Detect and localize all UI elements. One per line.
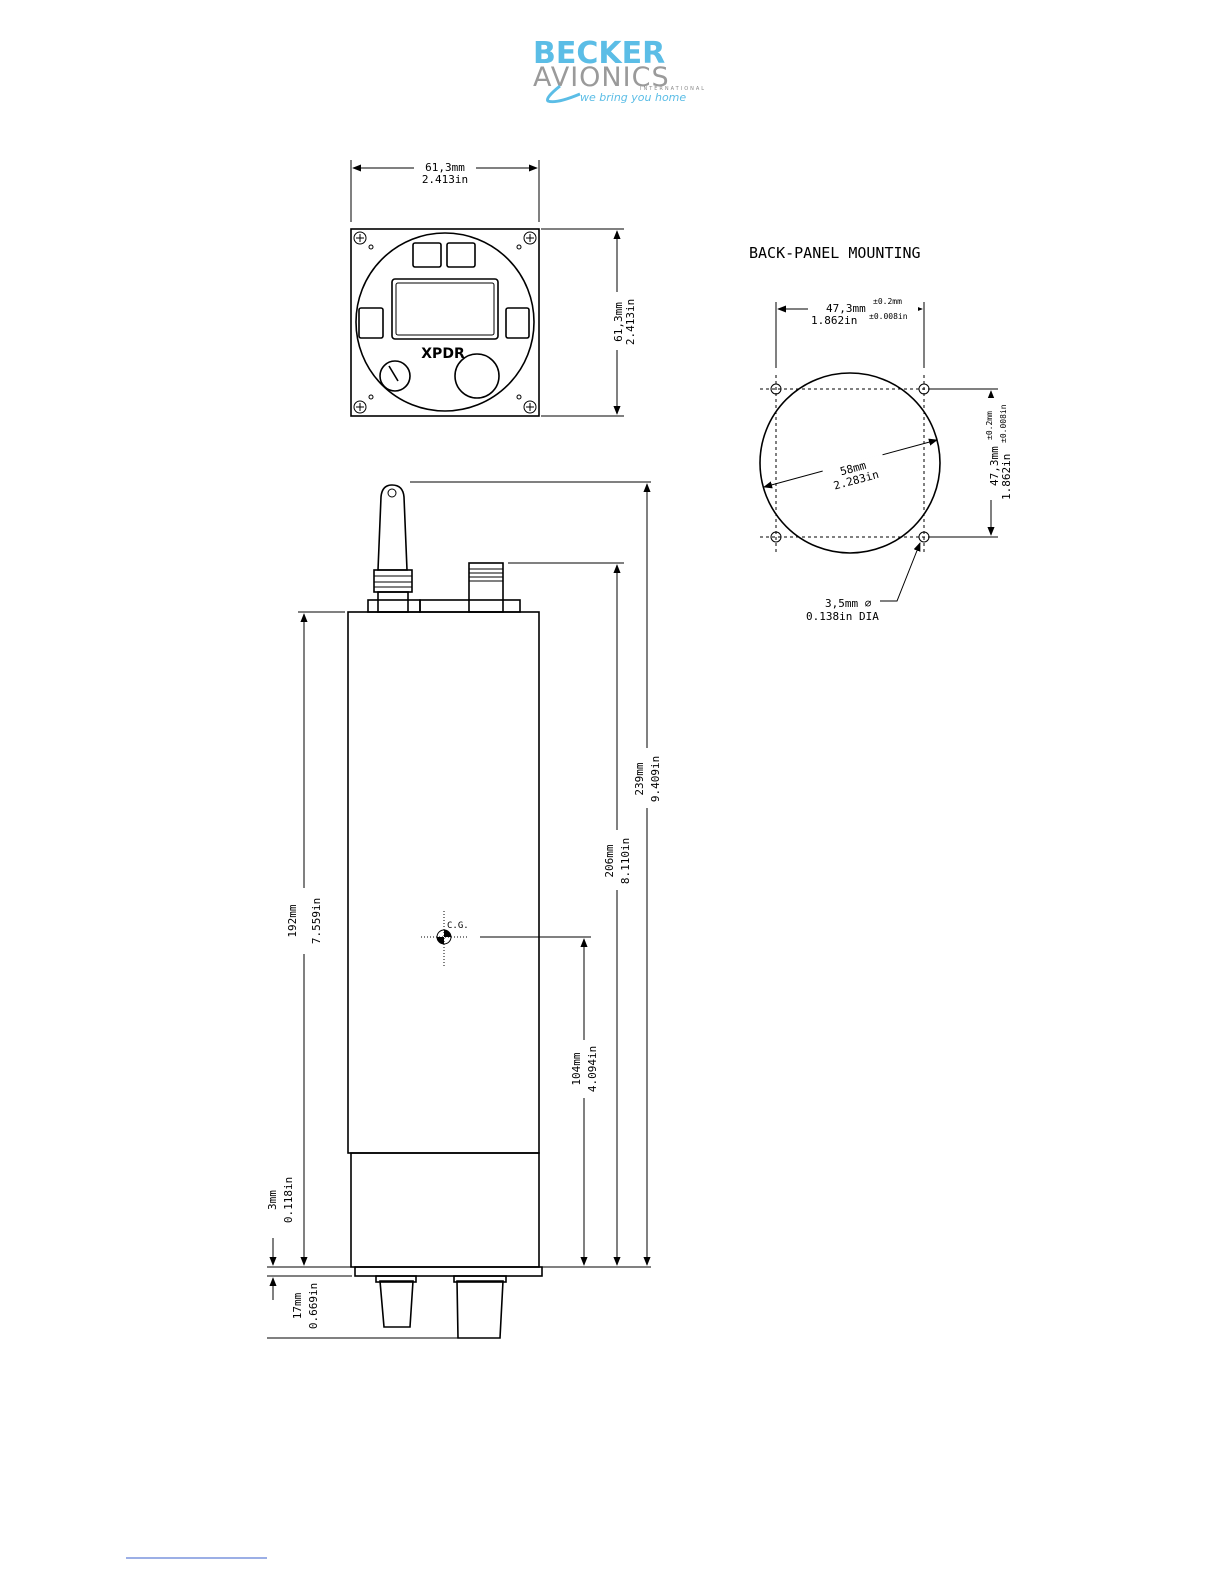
bottom-knob-large-icon [457, 1281, 503, 1338]
dim-239-in: 9.409in [649, 756, 662, 802]
dim-104-in: 4.094in [586, 1046, 599, 1092]
side-button-right [506, 308, 529, 338]
dim-206-in: 8.110in [619, 838, 632, 884]
hole-diameter-mm: 3,5mm ⌀ [825, 597, 872, 610]
large-knob-icon [455, 354, 499, 398]
hole-leader-line [880, 543, 920, 601]
display-window [392, 279, 498, 339]
side-view: C.G. 192mm 7.559in 3mm 0.118in 17mm 0.66… [266, 482, 663, 1338]
front-view: 61,3mm 2.413in 61,3mm 2.413in XPDR [351, 160, 637, 416]
antenna [378, 485, 407, 570]
mount-width-tol-in: ±0.008in [869, 312, 908, 321]
side-button-left [359, 308, 383, 338]
device-label: XPDR [421, 346, 465, 362]
front-width-in: 2.413in [422, 173, 468, 186]
dim-192-in: 7.559in [310, 898, 323, 944]
mount-width-in: 1.862in [811, 314, 857, 327]
cg-label: C.G. [447, 921, 469, 931]
back-panel-mounting: BACK-PANEL MOUNTING 47,3mm ±0.2mm 1.862i… [749, 244, 1013, 623]
dim-206-mm: 206mm [603, 844, 616, 877]
front-bezel [351, 229, 539, 416]
mount-width-tol-mm: ±0.2mm [873, 297, 902, 306]
dim-104-mm: 104mm [570, 1052, 583, 1085]
dim-3-mm: 3mm [266, 1190, 279, 1210]
dim-3-in: 0.118in [282, 1177, 295, 1223]
unit-front-section [351, 1153, 539, 1267]
center-of-gravity-icon [421, 911, 468, 967]
dim-17-mm: 17mm [291, 1292, 304, 1319]
function-button [413, 243, 441, 267]
front-height-in: 2.413in [624, 299, 637, 345]
dim-192-mm: 192mm [286, 904, 299, 937]
mount-height-in: 1.862in [1000, 454, 1013, 500]
top-connector [469, 563, 503, 612]
becker-logo: BECKER AVIONICS INTERNATIONAL we bring y… [533, 36, 706, 104]
brand-tagline: we bring you home [580, 91, 686, 104]
dim-239-mm: 239mm [633, 762, 646, 795]
dim-17-in: 0.669in [307, 1283, 320, 1329]
bottom-knob-small-icon [380, 1281, 413, 1327]
mount-height-tol-in: ±0.008in [999, 404, 1008, 443]
function-button [447, 243, 475, 267]
unit-body [348, 612, 539, 1153]
mount-height-tol-mm: ±0.2mm [985, 411, 994, 440]
back-panel-title: BACK-PANEL MOUNTING [749, 244, 921, 262]
hole-diameter-in: 0.138in DIA [806, 610, 879, 623]
